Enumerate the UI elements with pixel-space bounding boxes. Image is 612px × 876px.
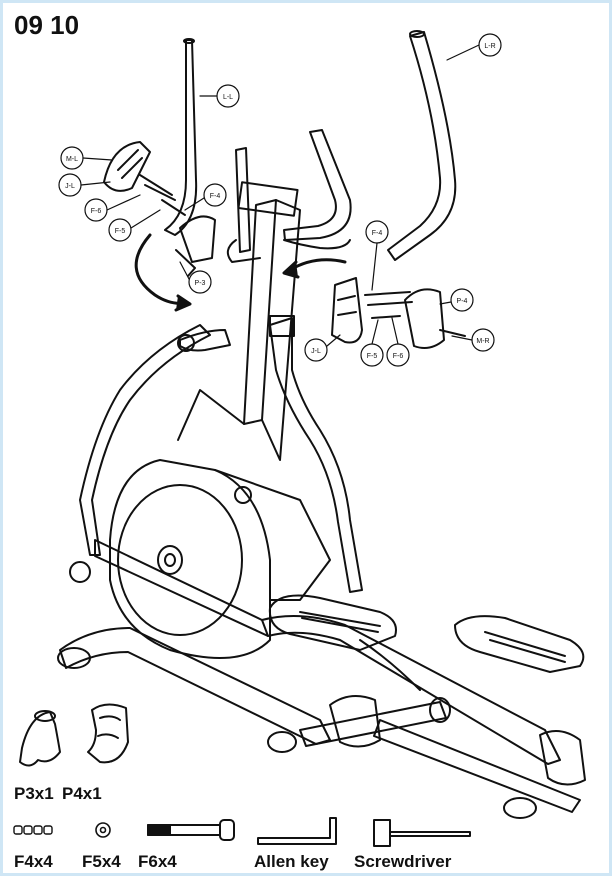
left-handlebar xyxy=(164,38,198,236)
callout-code: L-L xyxy=(223,94,233,101)
callout-code: M-L xyxy=(66,156,78,163)
callout-code: J-L xyxy=(65,183,75,190)
stride-rails xyxy=(69,539,561,765)
callout-code: P-4 xyxy=(457,298,468,305)
callout-code: F-6 xyxy=(393,353,404,360)
label-allen-key: Allen key xyxy=(254,852,329,871)
label-f4: F4x4 xyxy=(14,852,53,871)
callout-code: F-5 xyxy=(115,228,126,235)
step-number: 09 10 xyxy=(14,10,80,40)
part-f4-icon xyxy=(13,825,53,835)
left-pedal xyxy=(268,594,397,651)
p4-connector-exploded xyxy=(331,277,466,349)
left-lower-arm xyxy=(79,324,231,556)
right-lower-arm xyxy=(269,315,363,593)
part-f5-icon xyxy=(95,822,111,838)
part-f6-icon xyxy=(147,819,235,841)
callout-code: J-L xyxy=(311,348,321,355)
callout-code: P-3 xyxy=(195,280,206,287)
part-screwdriver-icon xyxy=(373,819,471,847)
label-p3: P3x1 xyxy=(14,784,54,803)
label-screwdriver: Screwdriver xyxy=(354,852,452,871)
part-allen-key-icon xyxy=(257,817,337,845)
callout-code: F-5 xyxy=(367,353,378,360)
callout-bubbles xyxy=(58,33,502,367)
right-handlebar xyxy=(387,30,457,261)
callout-code: F-4 xyxy=(372,230,383,237)
flywheel-housing xyxy=(109,459,331,659)
label-p4: P4x1 xyxy=(62,784,102,803)
part-p3-icon xyxy=(19,710,61,767)
right-pedal xyxy=(454,615,585,673)
callout-code: F-4 xyxy=(210,193,221,200)
callout-code: F-6 xyxy=(91,208,102,215)
callout-code: M-R xyxy=(476,338,489,345)
label-f5: F5x4 xyxy=(82,852,121,871)
callout-code: L-R xyxy=(484,43,495,50)
p3-connector-exploded xyxy=(103,141,216,277)
upper-swing-arms xyxy=(226,129,352,263)
base-frame xyxy=(57,627,586,819)
part-p4-icon xyxy=(87,703,129,764)
rotation-arrows xyxy=(134,233,347,312)
label-f6: F6x4 xyxy=(138,852,177,871)
